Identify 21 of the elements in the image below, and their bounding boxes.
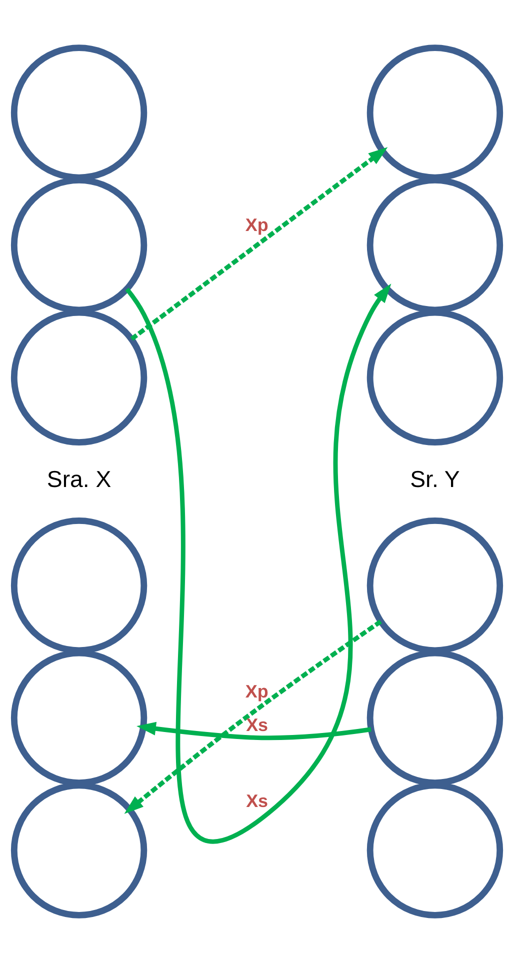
edge-label: Xp [244,681,268,702]
node-circle [10,782,147,918]
node-circle [366,782,503,918]
node-circle [366,308,503,446]
arrow [124,619,382,814]
edge-label: Xs [246,714,268,735]
edge-label: Xp [244,214,268,235]
edge-label: Xs [246,790,268,810]
node-circle [366,649,503,786]
node-circle [10,308,147,446]
node-circle [10,176,147,313]
label: Sr. Y [410,466,460,492]
node-circle [10,516,147,654]
arrow [130,146,388,340]
node-circle [10,44,147,180]
node-circle [366,176,503,313]
node-circle [10,649,147,786]
node-circle [366,516,503,654]
label: Sra. X [46,466,111,492]
arrow [136,721,371,740]
arrow [124,283,391,842]
